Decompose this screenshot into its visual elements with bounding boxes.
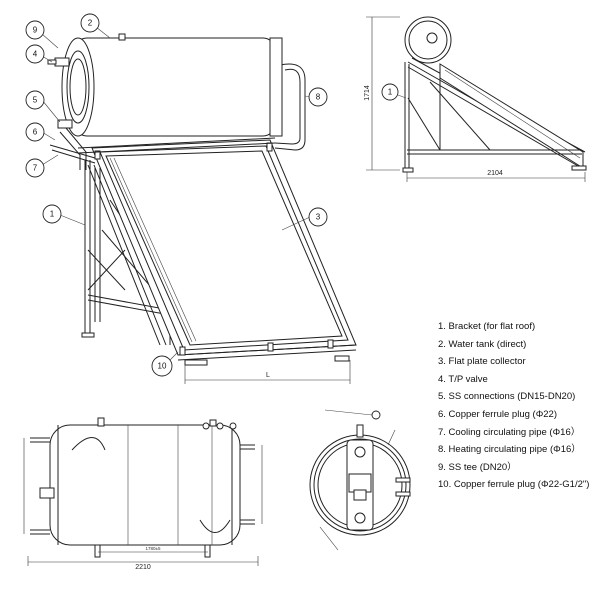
svg-text:5: 5: [33, 96, 38, 105]
callout-5: 5: [25, 90, 45, 110]
svg-text:4: 4: [33, 50, 38, 59]
callout-4: 4: [25, 44, 45, 64]
legend-item-1: 1. Bracket (for flat roof): [438, 321, 536, 332]
circulating-pipes: [49, 63, 306, 346]
callout-7: 7: [25, 158, 45, 178]
side-callout-1: 1: [381, 83, 399, 101]
svg-text:1: 1: [388, 88, 393, 97]
svg-text:2: 2: [88, 19, 93, 28]
tank-end-view: [309, 409, 411, 551]
main-isometric-view: L 2 9 4 5 6 7 8 1 3 10: [25, 13, 357, 384]
svg-text:1: 1: [50, 210, 55, 219]
legend-item-3: 3. Flat plate collector: [438, 356, 526, 368]
legend-item-10: 10. Copper ferrule plug (Φ22-G1/2"): [438, 479, 590, 491]
callout-1: 1: [42, 204, 62, 224]
tank-length-label: 2210: [135, 564, 151, 571]
callout-2: 2: [80, 13, 100, 33]
callout-8: 8: [308, 87, 328, 107]
legend-item-2: 2. Water tank (direct): [438, 338, 527, 350]
legend-item-9: 9. SS tee (DN20）: [438, 461, 517, 473]
tank-inner-label: 1780±5: [146, 546, 161, 551]
parts-legend: 1. Bracket (for flat roof) 2. Water tank…: [438, 318, 600, 494]
legend-item-4: 4. T/P valve: [438, 373, 488, 385]
callout-9: 9: [25, 20, 45, 40]
side-view: 1714 2104 1: [364, 16, 587, 182]
svg-text:7: 7: [33, 164, 38, 173]
dimension-side-width-label: 2104: [487, 170, 503, 177]
dimension-L-label: L: [266, 372, 270, 379]
callout-10: 10: [151, 355, 173, 377]
dimension-side-width: 2104: [406, 170, 586, 182]
legend-item-5: 5. SS connections (DN15-DN20): [438, 391, 576, 403]
dimension-side-height: 1714: [364, 16, 400, 171]
leader-lines: [41, 26, 313, 363]
tank-front-view: 2210 1780±5: [23, 417, 263, 571]
water-tank: [47, 33, 283, 137]
legend-item-6: 6. Copper ferrule plug (Φ22): [438, 408, 558, 420]
callout-6: 6: [25, 122, 45, 142]
legend-item-7: 7. Cooling circulating pipe (Φ16）: [438, 426, 581, 438]
svg-text:8: 8: [316, 93, 321, 102]
legend-item-8: 8. Heating circulating pipe (Φ16）: [438, 444, 581, 456]
dimension-L: L: [184, 360, 351, 384]
callout-3: 3: [308, 207, 328, 227]
dimension-side-height-label: 1714: [364, 85, 371, 101]
svg-text:9: 9: [33, 26, 38, 35]
svg-text:3: 3: [316, 213, 321, 222]
flat-plate-collector: [77, 137, 357, 361]
svg-text:6: 6: [33, 128, 38, 137]
svg-text:10: 10: [158, 362, 167, 371]
